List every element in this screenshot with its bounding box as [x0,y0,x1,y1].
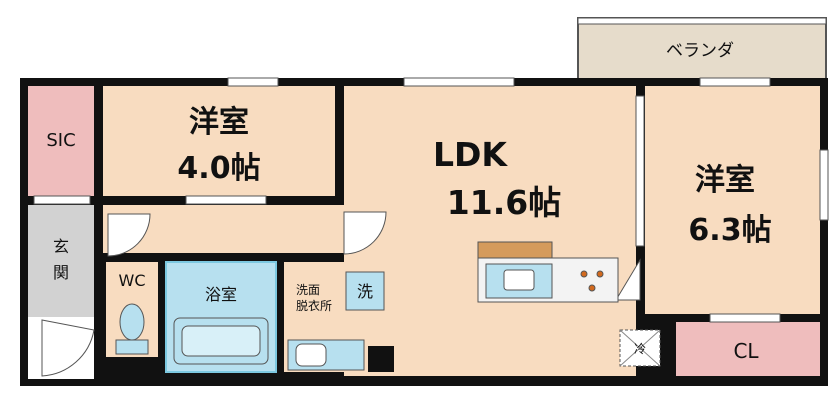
western-room-6 [645,86,820,314]
door-sic [33,195,91,205]
entrance [28,205,94,317]
washroom-label-2: 脱衣所 [296,298,332,313]
veranda-door [615,258,641,301]
fridge-label: 冷 [634,342,646,356]
veranda-rail [577,17,827,25]
stove-burner-2 [596,270,604,278]
wash-pillar [368,346,394,372]
washroom-label-1: 洗面 [296,283,320,297]
veranda-area [577,17,827,85]
western1-size: 4.0帖 [177,151,260,186]
closet-room [676,322,820,376]
window-top-ldk [403,77,515,87]
sic-room [28,86,94,196]
toilet-tank [115,339,149,355]
entrance-label-bottom: 関 [53,263,69,282]
wash-basin [295,343,327,367]
ldk-size: 11.6帖 [447,183,561,222]
wc-door [107,213,151,257]
window-ldk-western6 [635,95,645,247]
stove-burner-3 [588,284,596,292]
sic-label: SIC [46,130,75,151]
ldk-name: LDK [433,135,508,174]
entrance-door [41,319,95,377]
kitchen-top-counter [477,241,553,259]
washer-label: 洗 [357,282,373,301]
door-western4 [185,195,267,205]
bathtub-inner [181,325,261,357]
sink-basin [503,269,535,291]
entrance-label-top: 玄 [53,237,69,256]
window-side-western6 [819,149,829,221]
washer-box [345,271,385,311]
fridge-cross-2 [619,329,661,367]
door-western6-closet [709,313,781,323]
ldk-door [343,211,387,255]
window-top-western6 [699,77,771,87]
western2-name: 洋室 [695,163,755,198]
veranda-label: ベランダ [666,41,734,61]
wc-label: WC [119,271,146,290]
western-room-4 [103,86,335,196]
stove-burner-1 [580,270,588,278]
bath-label: 浴室 [205,285,237,304]
western1-name: 洋室 [189,105,249,140]
toilet-bowl [119,303,145,341]
western2-size: 6.3帖 [688,213,771,248]
closet-label: CL [733,339,759,363]
window-top-western4 [227,77,279,87]
